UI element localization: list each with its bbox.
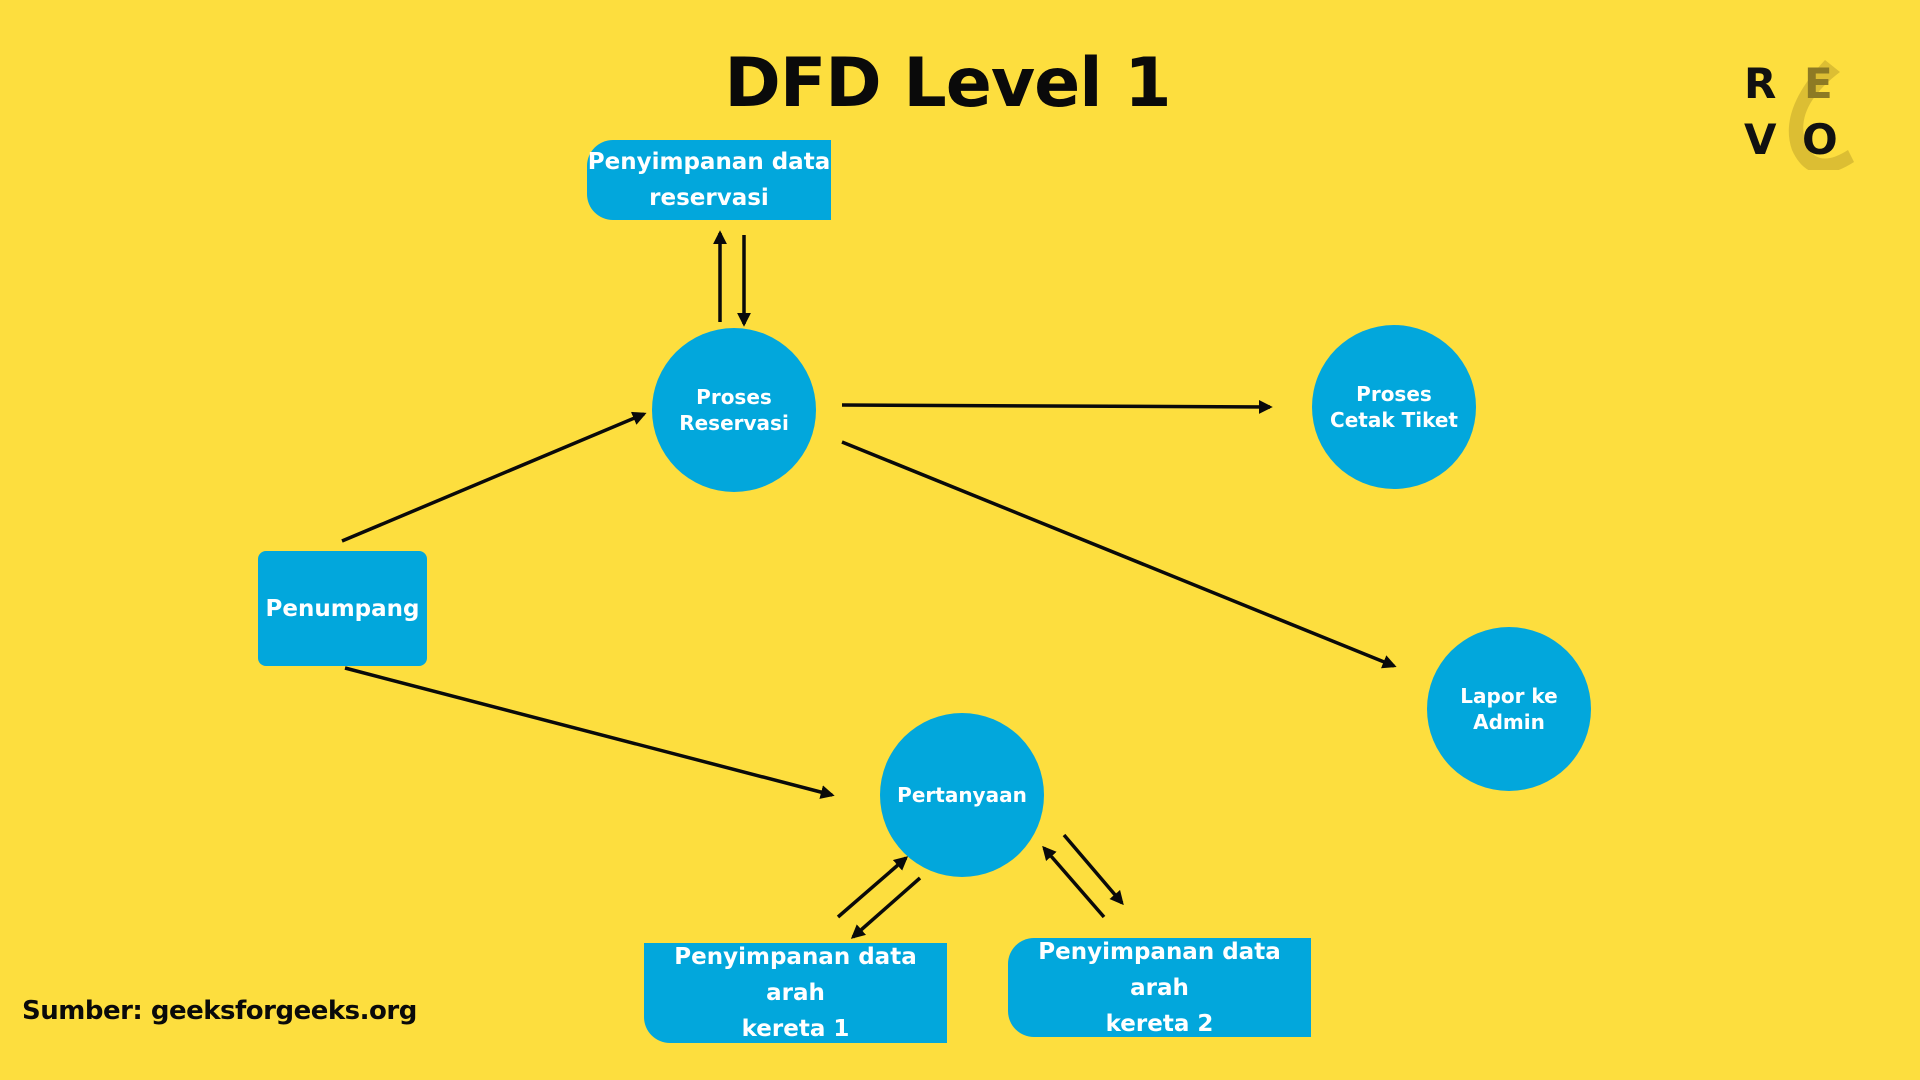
process-lapor-ke-admin-label: Lapor ke Admin	[1460, 684, 1558, 734]
data-store-kereta-1-label: Penyimpanan data arah kereta 1	[674, 944, 917, 1042]
flow-penumpang-to-pertanyaan	[344, 666, 835, 799]
page-title: DFD Level 1	[724, 44, 1171, 123]
source-credit: Sumber: geeksforgeeks.org	[22, 996, 417, 1026]
flow-kereta1-to-pertanyaan	[836, 856, 909, 919]
flow-pertanyaan-to-kereta2	[1062, 833, 1124, 906]
flow-reservasi-to-lapor-admin	[841, 440, 1397, 669]
data-store-kereta-2-label: Penyimpanan data arah kereta 2	[1038, 938, 1281, 1037]
process-proses-cetak-tiket[interactable]: Proses Cetak Tiket	[1312, 325, 1476, 489]
logo-letter-e: E	[1804, 59, 1833, 108]
process-proses-cetak-tiket-label: Proses Cetak Tiket	[1330, 382, 1458, 432]
external-entity-penumpang[interactable]: Penumpang	[258, 551, 427, 666]
process-proses-reservasi[interactable]: Proses Reservasi	[652, 328, 816, 492]
external-entity-penumpang-label: Penumpang	[265, 595, 420, 622]
process-pertanyaan[interactable]: Pertanyaan	[880, 713, 1044, 877]
data-store-kereta-2[interactable]: Penyimpanan data arah kereta 2	[1008, 938, 1311, 1037]
data-store-reservasi-label: Penyimpanan data reservasi	[587, 149, 831, 211]
flow-reservasi-to-cetak-tiket	[841, 399, 1273, 414]
flow-penumpang-to-reservasi	[341, 411, 647, 543]
data-store-reservasi[interactable]: Penyimpanan data reservasi	[587, 140, 831, 220]
flow-pertanyaan-to-kereta1	[850, 876, 922, 939]
process-proses-reservasi-label: Proses Reservasi	[679, 385, 789, 435]
data-store-kereta-1[interactable]: Penyimpanan data arah kereta 1	[644, 943, 947, 1043]
process-lapor-ke-admin[interactable]: Lapor ke Admin	[1427, 627, 1591, 791]
logo-letter-v: V	[1744, 115, 1777, 164]
logo-letter-o: O	[1802, 115, 1838, 164]
logo-letter-r: R	[1744, 59, 1776, 108]
revo-logo: R E V O	[1744, 59, 1854, 170]
process-pertanyaan-label: Pertanyaan	[897, 783, 1027, 807]
logo-swoosh-shape	[1788, 60, 1854, 170]
flow-kereta2-to-pertanyaan	[1042, 845, 1106, 919]
